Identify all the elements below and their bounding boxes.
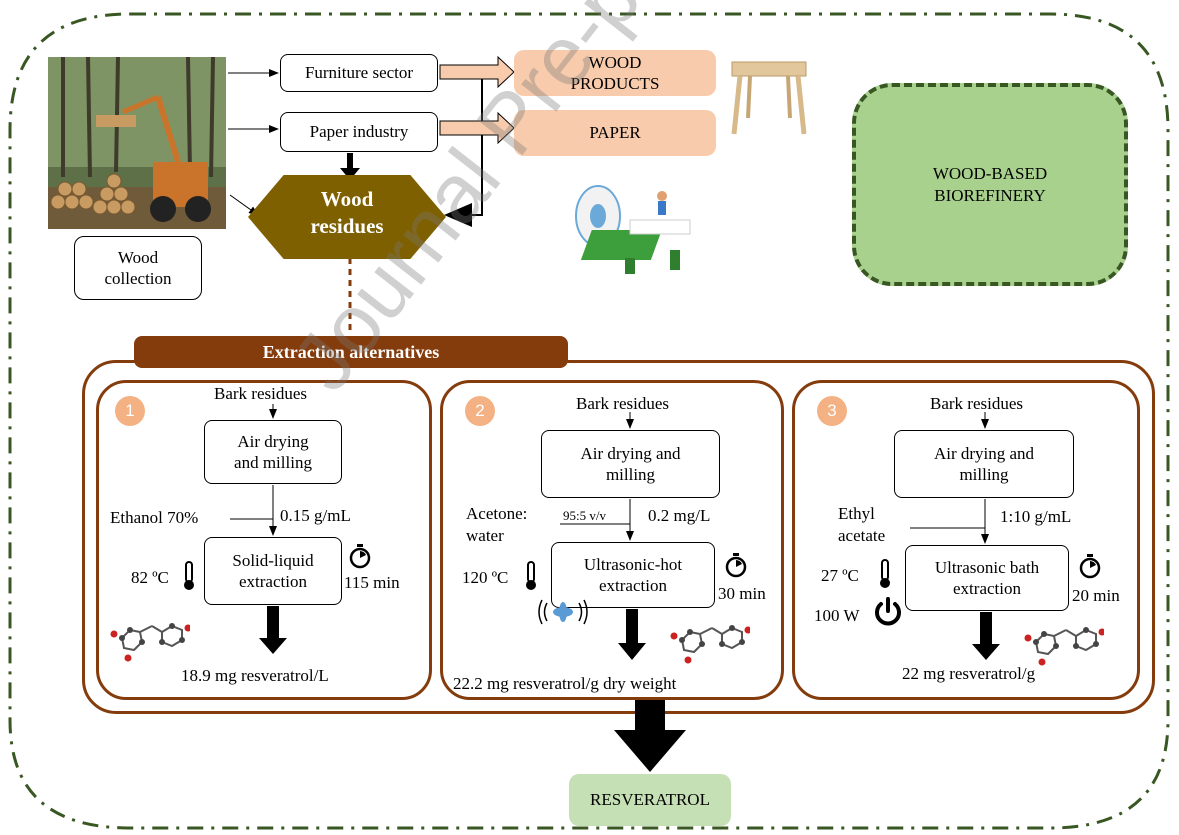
alt3-drying-box: Air drying and milling — [894, 430, 1074, 498]
alternative-3-panel — [792, 380, 1140, 700]
biorefinery-label: WOOD-BASED BIOREFINERY — [932, 164, 1048, 205]
alt1-extraction-box: Solid-liquid extraction — [204, 537, 342, 605]
table-icon — [731, 61, 807, 135]
paper-industry-box: Paper industry — [280, 112, 438, 152]
wood-products-box: WOOD PRODUCTS — [514, 50, 716, 96]
alt2-time-label: 30 min — [718, 584, 766, 603]
alt2-result-label: 22.2 mg resveratrol/g dry weight — [453, 674, 677, 693]
alt2-ratio-label: 0.2 mg/L — [648, 506, 711, 525]
alt1-temperature-label: 82 ºC — [131, 568, 169, 587]
resveratrol-box: RESVERATROL — [569, 774, 731, 826]
paper-box: PAPER — [514, 110, 716, 156]
alt3-power-label: 100 W — [814, 606, 860, 625]
alternative-3-number: 3 — [817, 396, 847, 426]
alt2-extraction-box: Ultrasonic-hot extraction — [551, 542, 715, 608]
alt1-time-label: 115 min — [344, 573, 400, 592]
stopwatch-icon — [349, 544, 371, 569]
alt1-solvent-label: Ethanol 70% — [110, 508, 199, 527]
thermometer-icon — [526, 561, 536, 590]
alt2-solvent-label: Acetone: water — [466, 504, 528, 546]
alternative-1-panel — [96, 380, 432, 700]
molecule-icon — [110, 623, 190, 662]
furniture-sector-box: Furniture sector — [280, 54, 438, 92]
alt3-ratio-label: 1:10 g/mL — [1000, 507, 1072, 526]
alt3-time-label: 20 min — [1072, 586, 1120, 605]
alternative-1-number: 1 — [115, 396, 145, 426]
biorefinery-box: WOOD-BASED BIOREFINERY — [852, 83, 1128, 286]
alt3-solvent-label: Ethyl acetate — [838, 504, 886, 546]
wood-residues-hexagon — [248, 175, 446, 259]
molecule-icon — [670, 625, 750, 664]
ultrasound-icon — [538, 599, 588, 625]
alt3-result-label: 22 mg resveratrol/g — [902, 664, 1036, 683]
alt1-result-label: 18.9 mg resveratrol/L — [181, 666, 329, 685]
alt2-solvent-ratio-label: 95:5 v/v — [563, 508, 606, 523]
extraction-header: Extraction alternatives — [134, 336, 568, 368]
alt3-extraction-box: Ultrasonic bath extraction — [905, 545, 1069, 611]
alt2-temperature-label: 120 ºC — [462, 568, 509, 587]
stopwatch-icon — [1079, 554, 1101, 579]
alternative-2-number: 2 — [465, 396, 495, 426]
stopwatch-icon — [725, 553, 747, 578]
wood-residues-label: Wood residues — [310, 187, 384, 239]
forest-harvester-image — [48, 57, 226, 229]
paper-machine-icon — [575, 185, 691, 274]
alt3-input-label: Bark residues — [930, 394, 1024, 413]
resveratrol-label: RESVERATROL — [590, 790, 710, 809]
alt1-drying-box: Air drying and milling — [204, 420, 342, 484]
wood-collection-box: Wood collection — [74, 236, 202, 300]
thermometer-icon — [880, 559, 890, 588]
alt1-input-label: Bark residues — [214, 384, 308, 403]
molecule-icon — [1024, 627, 1104, 666]
extraction-header-label: Extraction alternatives — [262, 341, 440, 362]
power-icon — [875, 597, 901, 626]
alternative-2-panel — [440, 380, 784, 700]
product-arrows — [439, 55, 515, 145]
alt1-ratio-label: 0.15 g/mL — [280, 506, 351, 525]
alt2-drying-box: Air drying and milling — [541, 430, 720, 498]
alt2-input-label: Bark residues — [576, 394, 670, 413]
alt3-temperature-label: 27 ºC — [821, 566, 859, 585]
extraction-container — [82, 360, 1155, 714]
thermometer-icon — [184, 561, 194, 590]
